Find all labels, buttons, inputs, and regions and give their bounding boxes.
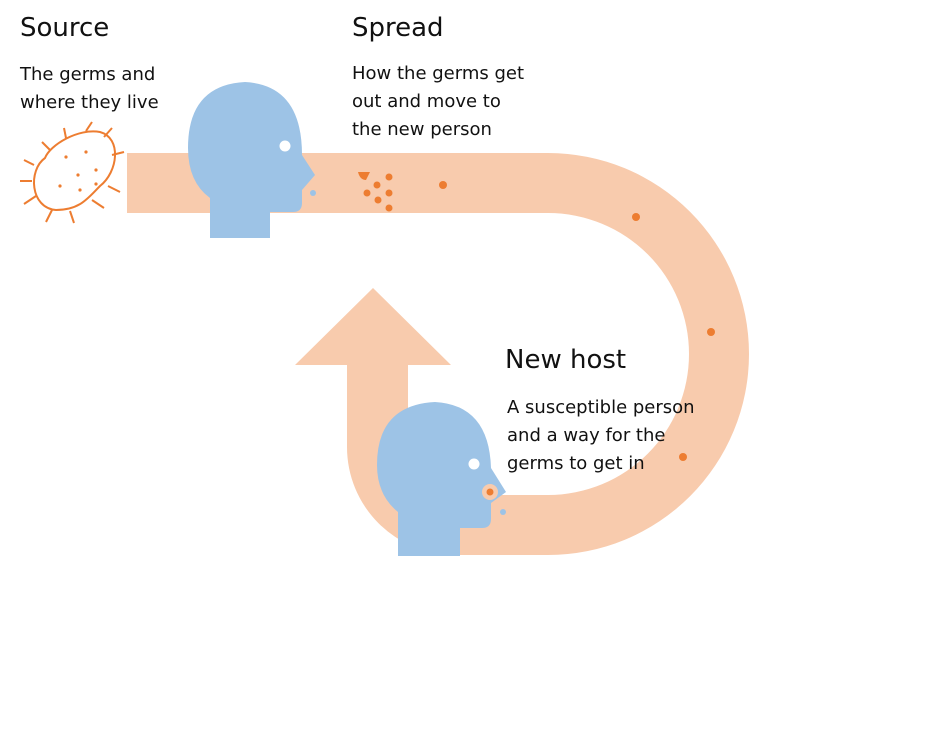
germ-cluster-icon — [358, 172, 393, 212]
new-host-description-line: and a way for the — [507, 425, 666, 446]
spread-description-line: out and move to — [352, 91, 501, 112]
transmission-path — [127, 153, 749, 555]
new-host-description: A susceptible person and a way for the g… — [507, 394, 695, 478]
source-head-eye-icon — [279, 140, 291, 152]
germ-dot — [439, 181, 447, 189]
source-title: Source — [20, 13, 110, 43]
spread-description-line: the new person — [352, 119, 492, 140]
new-host-description-line: A susceptible person — [507, 397, 695, 418]
source-description-line: The germs and — [20, 64, 156, 85]
spread-description-line: How the germs get — [352, 63, 525, 84]
germ-dot — [707, 328, 715, 336]
new-host-description-line: germs to get in — [507, 453, 645, 474]
travelling-germs — [439, 181, 715, 461]
host-droplet-icon — [500, 509, 506, 515]
host-head-eye-icon — [468, 458, 480, 470]
germ-dot — [632, 213, 640, 221]
host-head-icon — [377, 402, 506, 556]
source-description: The germs and where they live — [20, 61, 159, 117]
germ-dot — [679, 453, 687, 461]
spread-description: How the germs get out and move to the ne… — [352, 60, 524, 144]
source-description-line: where they live — [20, 92, 159, 113]
germ-entering-icon — [486, 488, 494, 496]
bacterium-icon — [20, 121, 125, 224]
exhaled-droplet-icon — [310, 190, 316, 196]
spread-title: Spread — [352, 13, 444, 43]
source-head-icon — [188, 82, 316, 238]
new-host-title: New host — [505, 345, 627, 375]
